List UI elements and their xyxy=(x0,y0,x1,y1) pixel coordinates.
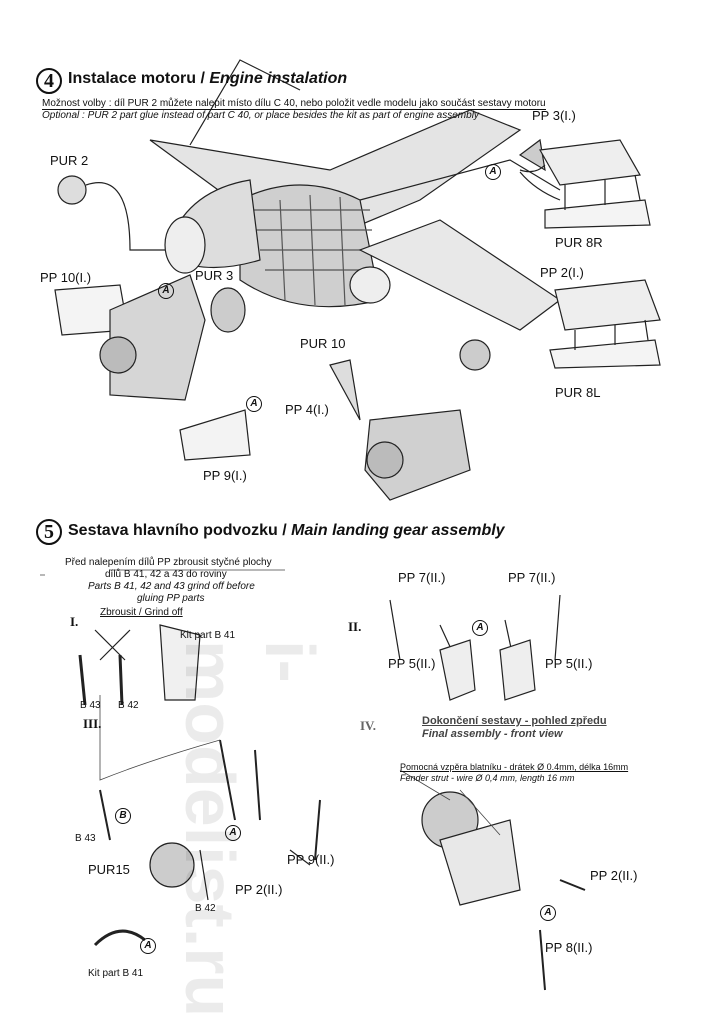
note-en: Optional : PUR 2 part glue instead of pa… xyxy=(42,110,479,121)
label-b43: B 43 xyxy=(80,700,101,711)
watermark: i-modelist.ru xyxy=(171,640,329,1018)
label-pp2: PP 2(I.) xyxy=(540,265,584,280)
step-title: Instalace motoru / Engine instalation xyxy=(68,70,347,88)
callout-a: A xyxy=(225,825,241,841)
label-b42: B 42 xyxy=(118,700,139,711)
callout-a: A xyxy=(472,620,488,636)
label-pp8: PP 8(II.) xyxy=(545,940,593,955)
label-kit-b41: Kit part B 41 xyxy=(88,968,144,979)
title-en: Main landing gear assembly xyxy=(291,522,505,539)
label-pp4: PP 4(I.) xyxy=(285,402,329,417)
leader-lines xyxy=(40,569,501,836)
title-cz: Sestava hlavního podvozku / xyxy=(68,522,292,539)
callout-a: A xyxy=(485,164,501,180)
note-cz-2: dílů B 41, 42 a 43 do roviny xyxy=(105,569,227,580)
strut-en: Fender strut - wire Ø 0,4 mm, length 16 … xyxy=(400,773,575,783)
label-pp7-left: PP 7(II.) xyxy=(398,570,446,585)
note-cz: Možnost volby : díl PUR 2 můžete nalepit… xyxy=(42,98,546,110)
label-b42: B 42 xyxy=(195,903,216,914)
stage-i: I. xyxy=(70,614,79,629)
label-pur2: PUR 2 xyxy=(50,153,89,168)
label-pur10: PUR 10 xyxy=(300,336,346,351)
stage-iii: III. xyxy=(83,716,102,731)
label-pur8l: PUR 8L xyxy=(555,385,601,400)
label-pur8r: PUR 8R xyxy=(555,235,603,250)
stage-ii: II. xyxy=(348,619,362,634)
label-kit-b41: Kit part B 41 xyxy=(180,630,236,641)
label-pp2: PP 2(II.) xyxy=(235,882,283,897)
step-number: 5 xyxy=(36,519,62,545)
title-en: Engine instalation xyxy=(209,70,348,87)
label-pp9: PP 9(I.) xyxy=(203,468,247,483)
label-pp5-right: PP 5(II.) xyxy=(545,656,593,671)
callout-a: A xyxy=(246,396,262,412)
note-en-1: Parts B 41, 42 and 43 grind off before xyxy=(88,581,255,592)
radiator-drawings xyxy=(519,139,661,369)
title-cz: Instalace motoru / xyxy=(68,70,210,87)
callout-a: A xyxy=(158,283,174,299)
note-cz-1: Před nalepením dílů PP zbrousit styčné p… xyxy=(65,557,272,568)
callout-b: B xyxy=(115,808,131,824)
note-en-2: gluing PP parts xyxy=(137,593,205,604)
label-pp7-right: PP 7(II.) xyxy=(508,570,556,585)
label-pp5-left: PP 5(II.) xyxy=(388,656,436,671)
strut-cz: Pomocná vzpěra blatníku - drátek Ø 0.4mm… xyxy=(400,762,629,772)
final-cz: Dokončení sestavy - pohled zpředu xyxy=(422,715,607,727)
label-b43: B 43 xyxy=(75,833,96,844)
label-pp2: PP 2(II.) xyxy=(590,868,638,883)
aircraft-drawing xyxy=(149,59,562,331)
step-title: Sestava hlavního podvozku / Main landing… xyxy=(68,522,505,540)
label-pur3: PUR 3 xyxy=(195,268,234,283)
label-pur15: PUR15 xyxy=(88,862,130,877)
final-en: Final assembly - front view xyxy=(422,728,563,740)
engine-drawings xyxy=(54,175,491,501)
stage-iv: IV. xyxy=(360,718,377,733)
grind-off-label: Zbrousit / Grind off xyxy=(100,607,183,618)
label-pp10: PP 10(I.) xyxy=(40,270,92,285)
callout-a: A xyxy=(140,938,156,954)
label-pp9: PP 9(II.) xyxy=(287,852,335,867)
step-number: 4 xyxy=(36,68,62,94)
gear-drawings xyxy=(78,594,586,991)
callout-a: A xyxy=(540,905,556,921)
label-pp3: PP 3(I.) xyxy=(532,108,576,123)
